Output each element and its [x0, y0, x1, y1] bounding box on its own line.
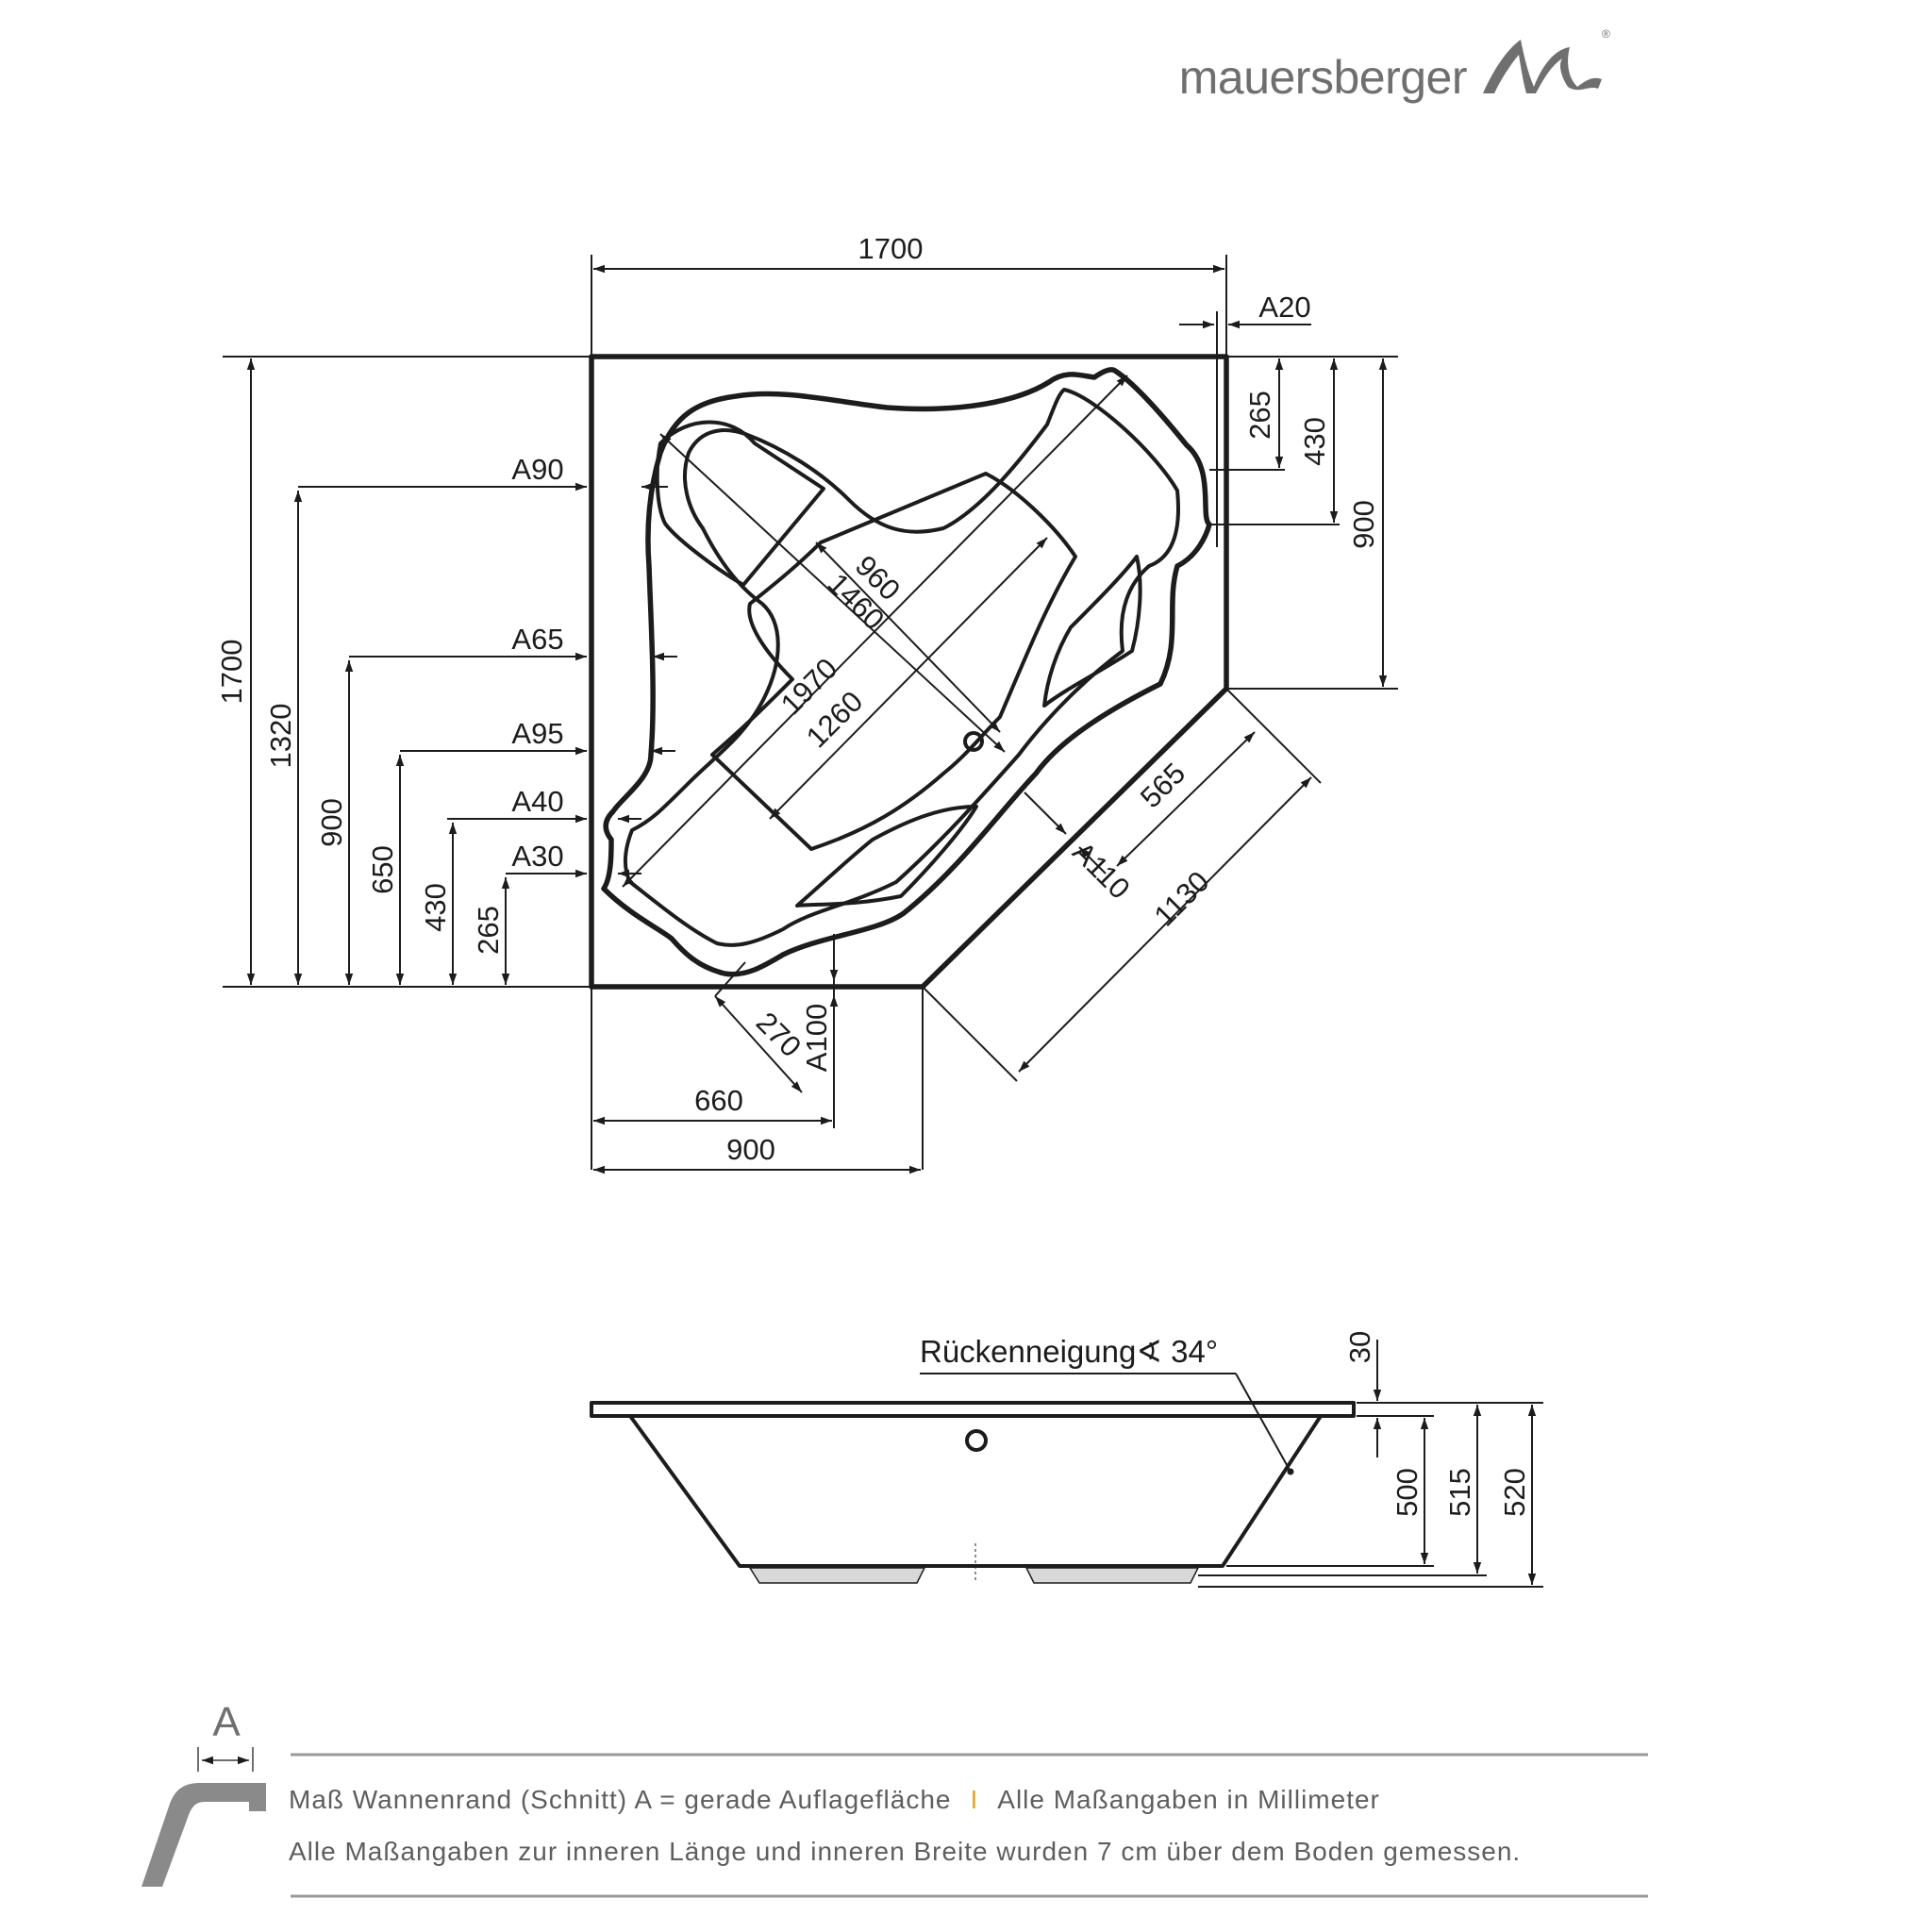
dim-left-1700: 1700 [215, 640, 248, 705]
dim-height-520: 520 [1498, 1468, 1531, 1517]
dim-height-515: 515 [1443, 1468, 1476, 1517]
profile-letter: A [212, 1699, 241, 1745]
registered-mark: ® [1602, 27, 1610, 41]
dim-a65: A65 [511, 623, 563, 656]
dim-a30: A30 [511, 840, 563, 873]
section-foot-right [1024, 1567, 1200, 1584]
dim-a40: A40 [511, 785, 563, 818]
dim-left-650: 650 [366, 845, 399, 894]
section-foot-left [748, 1567, 926, 1584]
rim-profile-icon [142, 1783, 266, 1887]
dim-270: 270 [750, 1006, 808, 1063]
overflow-icon [965, 1429, 988, 1452]
dim-a100: A100 [800, 1004, 833, 1072]
dim-diag-1130: 1130 [1148, 865, 1216, 933]
dim-right-265: 265 [1243, 391, 1276, 440]
dim-left-1320: 1320 [264, 704, 297, 769]
dim-left-265: 265 [472, 906, 505, 955]
brand-name: mauersberger [1179, 51, 1467, 104]
dim-right-900: 900 [1347, 500, 1380, 549]
dim-diag-565: 565 [1134, 757, 1191, 814]
section-rim [590, 1401, 1356, 1418]
seat-pad-bottom [795, 805, 978, 908]
dim-left-900: 900 [315, 798, 348, 847]
dim-a20: A20 [1258, 291, 1310, 324]
brand-mark-icon [1483, 40, 1602, 93]
legend-line-2: Alle Maßangaben zur inneren Länge und in… [289, 1837, 1521, 1866]
brand-logo: mauersberger ® [1179, 27, 1610, 104]
dim-top-1700: 1700 [858, 232, 924, 265]
tub-outline [589, 354, 1229, 990]
dim-bottom-900: 900 [726, 1133, 775, 1166]
section-basin [628, 1414, 1323, 1568]
dim-right-430: 430 [1298, 417, 1331, 466]
seat-pad-right [1042, 555, 1142, 708]
dim-a90: A90 [511, 453, 563, 486]
section-view: Rückenneigung∢ 34° 30 500 515 520 [590, 1331, 1543, 1588]
dim-a95: A95 [511, 717, 563, 750]
legend-line-1: Maß Wannenrand (Schnitt) A = gerade Aufl… [289, 1785, 1380, 1814]
legend: A Maß Wannenrand (Schnitt) A = gerade Au… [142, 1699, 1648, 1898]
backrest-label: Rückenneigung∢ 34° [920, 1334, 1218, 1369]
plan-view: 960 1460 1970 1260 1700 A20 265 430 900 … [215, 232, 1398, 1174]
dim-rim-30: 30 [1343, 1331, 1376, 1363]
dim-a110: A110 [1066, 835, 1136, 905]
dim-height-500: 500 [1391, 1468, 1424, 1517]
dim-bottom-660: 660 [694, 1084, 743, 1117]
dim-left-430: 430 [419, 883, 452, 932]
